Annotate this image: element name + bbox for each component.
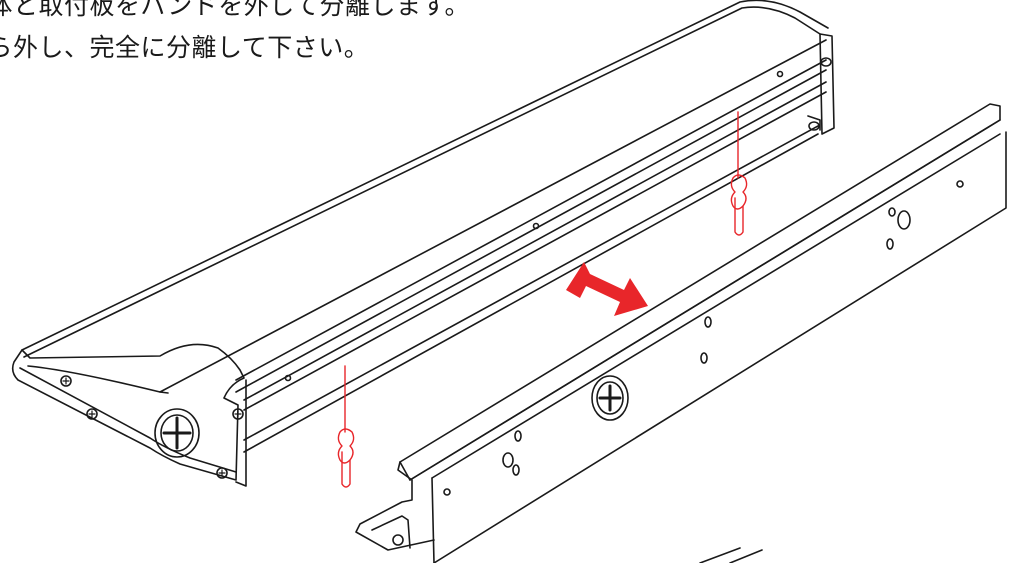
body-top-edge <box>21 0 829 351</box>
body-rail-1 <box>235 59 827 381</box>
body-rail-4 <box>243 91 827 411</box>
end-cap-screws <box>60 375 244 479</box>
right-end-cap <box>819 33 835 135</box>
plate-left-profile <box>355 461 435 551</box>
band-left <box>337 365 355 488</box>
left-end-cap <box>11 343 245 481</box>
rail-screw-1 <box>284 374 292 382</box>
body-front-crease <box>27 39 827 393</box>
body-top-inner-edge <box>23 6 821 358</box>
plate-face-top <box>431 133 1001 479</box>
separation-arrow-icon <box>566 262 648 316</box>
body-rail-2 <box>235 69 827 393</box>
body-rail-3 <box>243 81 827 401</box>
rail-screw-3 <box>776 70 784 78</box>
instruction-line-2: から外し、完全に分離して下さい。 <box>0 33 370 62</box>
instruction-text: 本体と取付板をバンドを外して分離します。 から外し、完全に分離して下さい。 <box>0 0 470 68</box>
body-rail-5 <box>243 125 819 441</box>
plate-holes <box>443 180 964 496</box>
break-line-2 <box>729 549 763 563</box>
plate-face-bottom <box>433 131 1007 563</box>
plate-rod-end <box>392 534 404 546</box>
break-line-1 <box>699 547 741 563</box>
main-body <box>11 0 835 487</box>
cable-gland-body <box>154 408 200 458</box>
instruction-line-1: 本体と取付板をバンドを外して分離します。 <box>0 0 471 20</box>
body-rail-6 <box>243 133 819 453</box>
pin-top <box>820 57 832 67</box>
band-right <box>730 111 748 236</box>
cable-gland-plate <box>591 375 629 421</box>
mounting-plate <box>355 103 1007 563</box>
rail-screw-2 <box>532 222 540 230</box>
pin-bottom <box>808 121 820 131</box>
